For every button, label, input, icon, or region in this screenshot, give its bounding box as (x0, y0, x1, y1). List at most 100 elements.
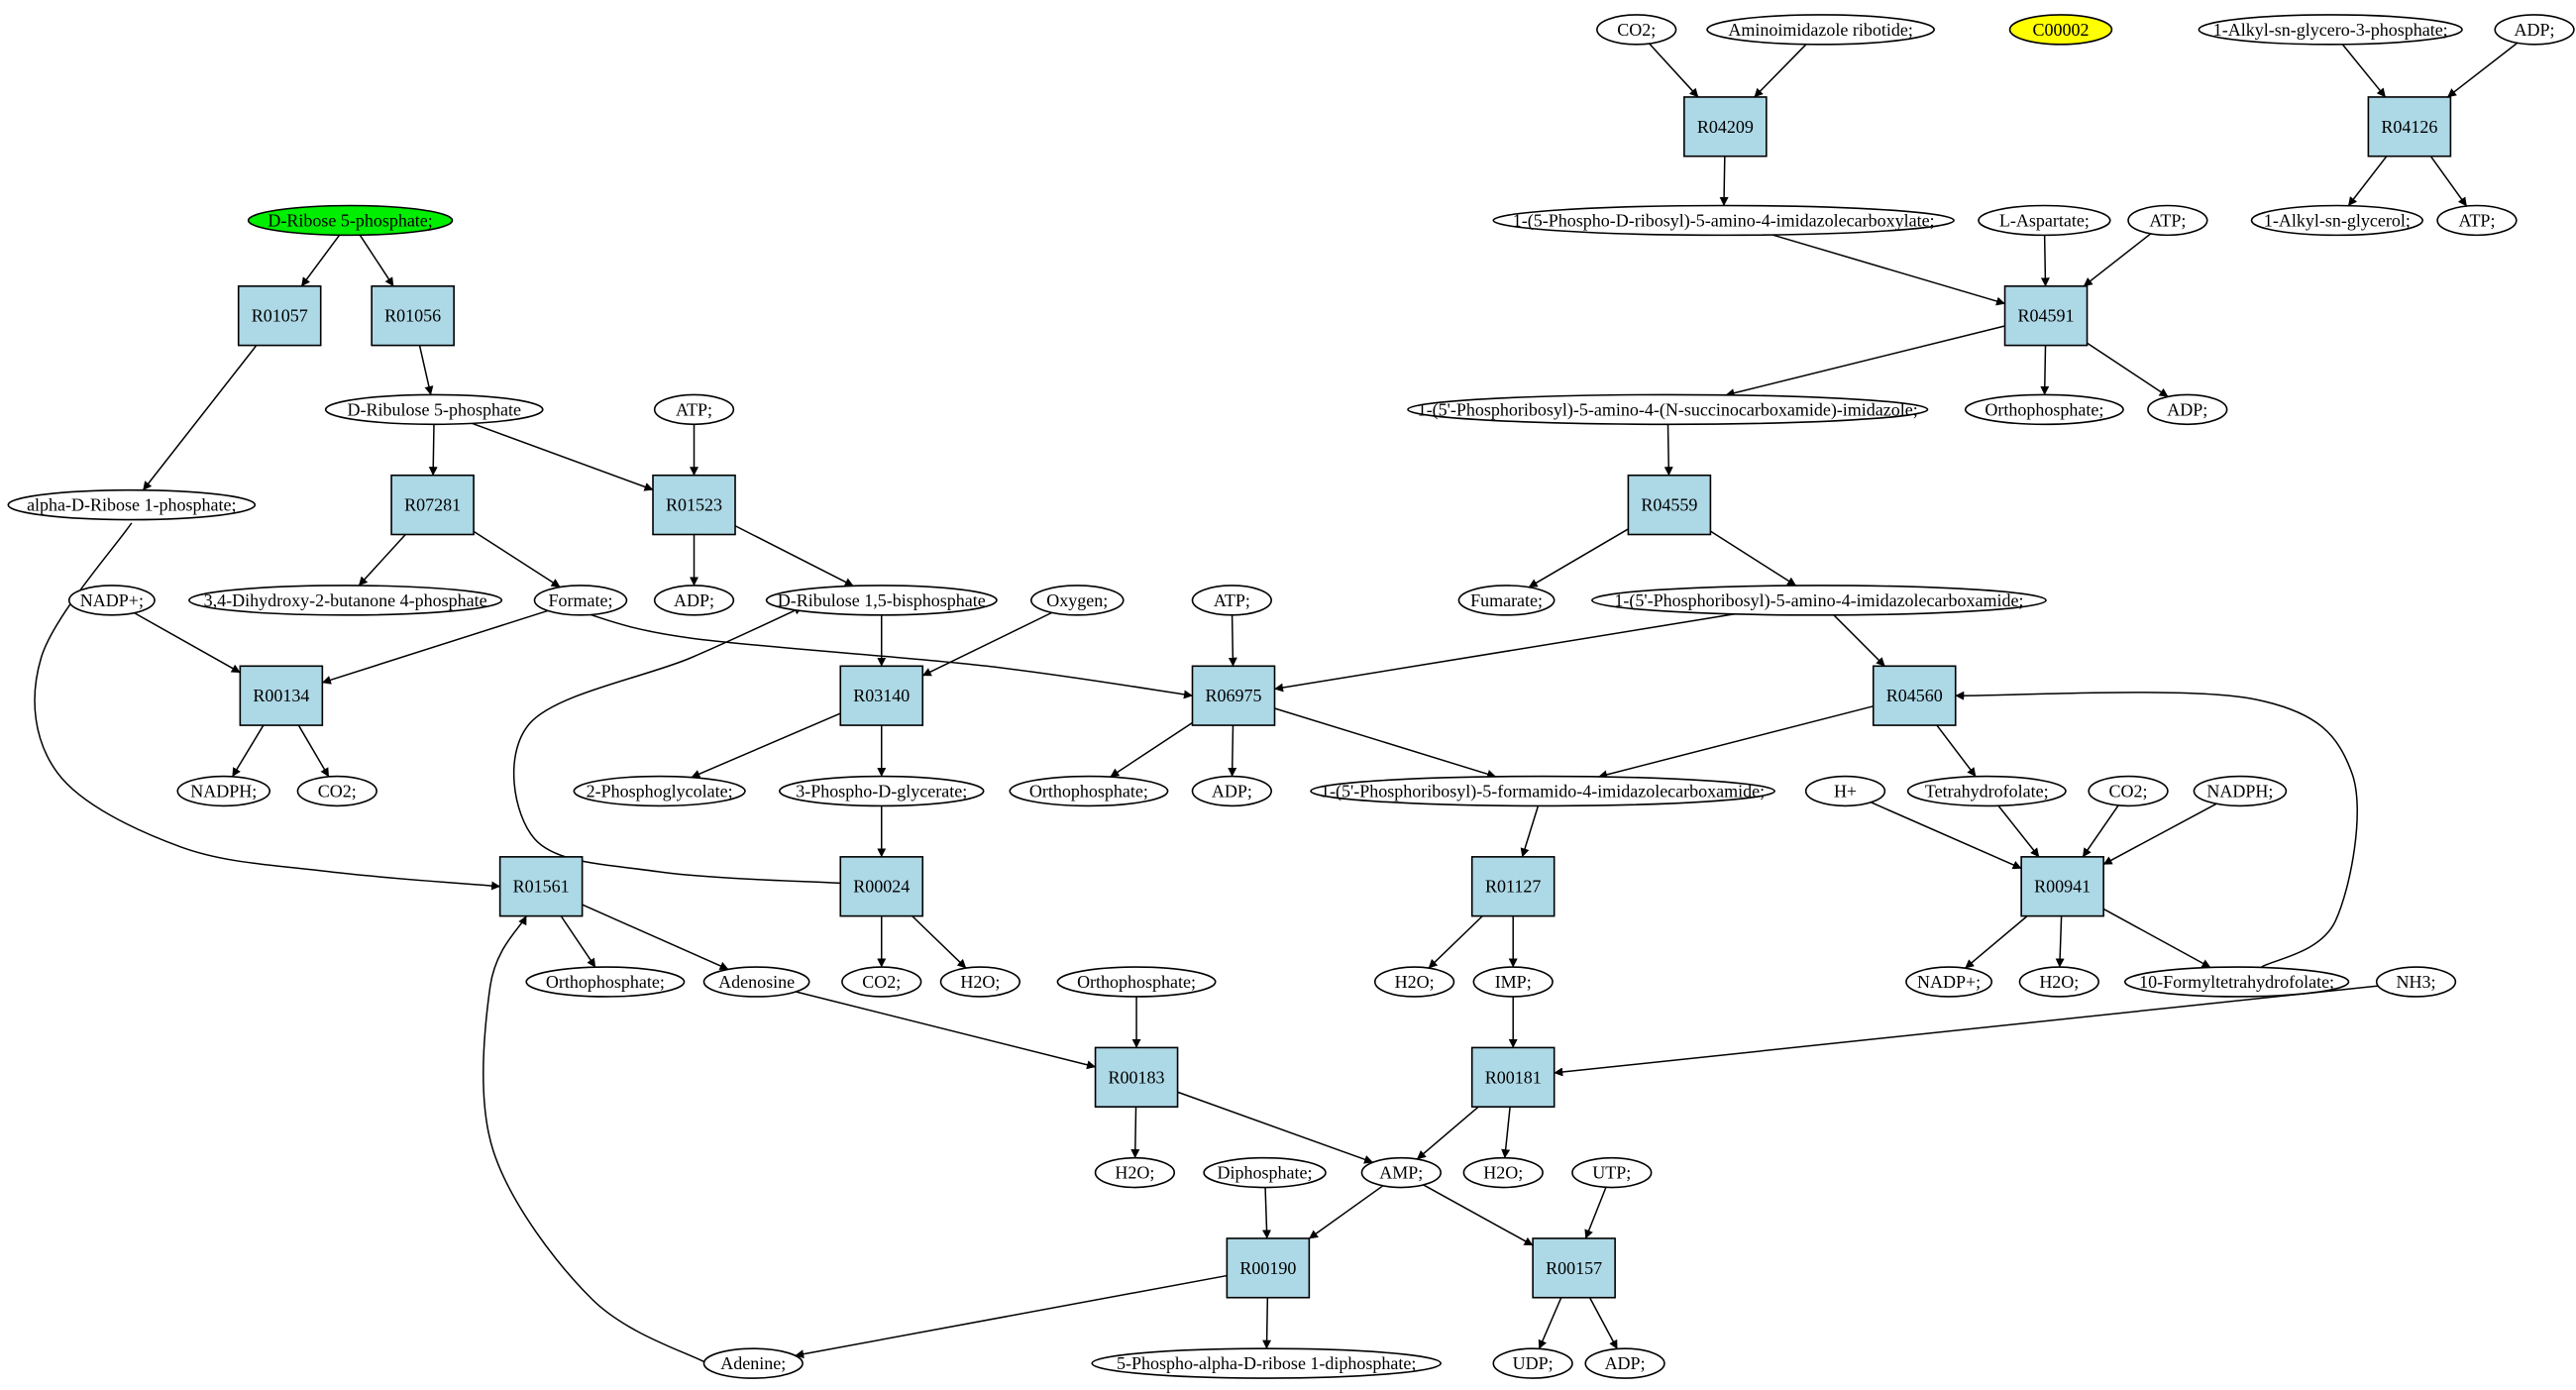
compound-node-n-atp-r04591[interactable]: ATP; (2127, 204, 2208, 237)
compound-node-n-10fthf[interactable]: 10-Formyltetrahydrofolate; (2123, 966, 2350, 998)
compound-node-n-prpp[interactable]: 5-Phospho-alpha-D-ribose 1-diphosphate; (1091, 1347, 1442, 1379)
edge-n_atp_r06975-to-r_R06975 (1228, 614, 1237, 667)
reaction-node-r-R00183[interactable]: R00183 (1094, 1046, 1179, 1108)
node-label: Adenosine (718, 972, 795, 992)
compound-node-n-adp-tr[interactable]: ADP; (2494, 14, 2575, 46)
edge-r_R04560-to-n_thf (1936, 724, 1977, 778)
compound-node-n-alkylglycerol[interactable]: 1-Alkyl-sn-glycerol; (2250, 204, 2423, 237)
compound-node-n-2pglycolate[interactable]: 2-Phosphoglycolate; (573, 775, 746, 807)
compound-node-n-nadpplus-r[interactable]: NADP+; (1905, 966, 1993, 998)
compound-node-n-atp-tr[interactable]: ATP; (2436, 204, 2518, 237)
compound-node-n-aminoimid[interactable]: Aminoimidazole ribotide; (1706, 14, 1935, 46)
compound-node-n-laspartate[interactable]: L-Aspartate; (1978, 204, 2111, 237)
compound-node-n-h2o-r00183[interactable]: H2O; (1094, 1156, 1176, 1189)
compound-node-n-adenosine[interactable]: Adenosine (702, 966, 810, 998)
compound-node-n-nh3[interactable]: NH3; (2375, 966, 2457, 998)
compound-ellipse (1203, 1156, 1327, 1189)
reaction-node-r-R06975[interactable]: R06975 (1191, 665, 1276, 726)
reaction-node-r-R00181[interactable]: R00181 (1470, 1046, 1556, 1108)
compound-node-n-orthop-r01561[interactable]: Orthophosphate; (525, 966, 686, 998)
compound-node-n-butanone[interactable]: 3,4-Dihydroxy-2-butanone 4-phosphate (188, 585, 503, 616)
reaction-node-r-R00941[interactable]: R00941 (2020, 856, 2104, 917)
compound-node-n-h2o-r00024[interactable]: H2O; (939, 966, 1020, 998)
edge-r_R07281-to-n_butanone (358, 533, 406, 587)
compound-node-n-hplus[interactable]: H+ (1804, 775, 1886, 807)
compound-node-n-imp[interactable]: IMP; (1472, 966, 1554, 998)
node-label: 1-Alkyl-sn-glycero-3-phosphate; (2213, 20, 2448, 40)
compound-node-n-udp[interactable]: UDP; (1492, 1347, 1573, 1379)
compound-node-n-utp[interactable]: UTP; (1571, 1156, 1653, 1189)
node-label: R01561 (513, 877, 570, 897)
compound-node-n-ribulose15bp[interactable]: D-Ribulose 1,5-bisphosphate (765, 585, 998, 616)
compound-node-n-3pglycerate[interactable]: 3-Phospho-D-glycerate; (779, 775, 985, 807)
compound-node-n-formamido[interactable]: 1-(5'-Phosphoribosyl)-5-formamido-4-imid… (1310, 775, 1775, 807)
node-label: ADP; (1605, 1353, 1646, 1373)
reaction-node-r-R00134[interactable]: R00134 (239, 665, 324, 726)
reaction-node-r-R04560[interactable]: R04560 (1872, 665, 1957, 726)
compound-node-n-alpharibose1p[interactable]: alpha-D-Ribose 1-phosphate; (7, 488, 257, 521)
compound-node-n-co2-r00134[interactable]: CO2; (296, 775, 377, 807)
edge-r_R01561-to-n_orthop_r01561 (560, 915, 596, 968)
compound-node-n-h2o-r00941[interactable]: H2O; (2018, 966, 2099, 998)
reaction-node-r-R01057[interactable]: R01057 (237, 285, 322, 347)
compound-node-n-orthop-r00183[interactable]: Orthophosphate; (1056, 966, 1217, 998)
compound-node-n-co2-r00024[interactable]: CO2; (841, 966, 922, 998)
reaction-node-r-R04209[interactable]: R04209 (1683, 96, 1768, 158)
edge-n_nadpplus_l-to-r_R00134 (134, 611, 241, 674)
reaction-node-r-R07281[interactable]: R07281 (390, 474, 475, 536)
compound-node-n-formate[interactable]: Formate; (533, 585, 628, 616)
reaction-node-r-R00190[interactable]: R00190 (1226, 1237, 1311, 1299)
reaction-node-r-R04591[interactable]: R04591 (2003, 285, 2089, 347)
edge-n_formamido-to-r_R01127 (1520, 805, 1540, 858)
compound-node-n-diphosphate[interactable]: Diphosphate; (1203, 1156, 1327, 1189)
reaction-node-r-R00024[interactable]: R00024 (839, 856, 924, 917)
compound-node-n-orthop-r04591[interactable]: Orthophosphate; (1964, 393, 2124, 426)
reaction-node-r-R04559[interactable]: R04559 (1627, 474, 1712, 536)
compound-node-n-c00002[interactable]: C00002 (2008, 14, 2113, 46)
reaction-node-r-R01056[interactable]: R01056 (371, 285, 455, 347)
reaction-node-r-R01523[interactable]: R01523 (652, 474, 736, 536)
reaction-node-r-R01561[interactable]: R01561 (498, 856, 584, 917)
compound-node-n-adp-r04591[interactable]: ADP; (2147, 393, 2228, 426)
compound-node-n-nadpplus-l[interactable]: NADP+; (67, 585, 156, 616)
compound-node-n-atp-r01523[interactable]: ATP; (653, 393, 735, 426)
compound-node-n-amp[interactable]: AMP; (1360, 1156, 1442, 1189)
compound-node-n-adp-r06975[interactable]: ADP; (1191, 775, 1272, 807)
compound-node-n-h2o-r01127[interactable]: H2O; (1373, 966, 1455, 998)
compound-node-n-nadph-r[interactable]: NADPH; (2193, 775, 2288, 807)
edge-n_co2_r00941-to-r_R00941 (2082, 804, 2119, 858)
edge-n_hplus-to-r_R00941 (1871, 802, 2022, 870)
compound-ellipse (1457, 585, 1556, 616)
edge-r_R00134-to-n_nadph_l (231, 724, 265, 778)
compound-node-n-adenine[interactable]: Adenine; (702, 1347, 804, 1379)
compound-node-n-orthop-r06975[interactable]: Orthophosphate; (1009, 775, 1169, 807)
compound-node-n-fumarate[interactable]: Fumarate; (1457, 585, 1556, 616)
reaction-node-r-R00157[interactable]: R00157 (1532, 1237, 1616, 1299)
edge-n_thf-to-r_R00941 (1997, 804, 2040, 858)
compound-node-n-succino[interactable]: 1-(5'-Phosphoribosyl)-5-amino-4-(N-succi… (1407, 393, 1929, 426)
compound-ellipse (1009, 775, 1169, 807)
compound-ellipse (1360, 1156, 1442, 1189)
reaction-node-r-R01127[interactable]: R01127 (1470, 856, 1556, 917)
compound-node-n-oxygen[interactable]: Oxygen; (1030, 585, 1125, 616)
compound-ellipse (1056, 966, 1217, 998)
node-label: R01056 (384, 306, 441, 326)
compound-node-n-carboxamide[interactable]: 1-(5'-Phosphoribosyl)-5-amino-4-imidazol… (1591, 585, 2047, 616)
node-label: R06975 (1205, 686, 1261, 705)
edge-n_adenine-to-r_R01561 (482, 915, 708, 1364)
compound-node-n-thf[interactable]: Tetrahydrofolate; (1906, 775, 2067, 807)
compound-node-n-dribulose5p[interactable]: D-Ribulose 5-phosphate (324, 393, 544, 426)
reaction-node-r-R04126[interactable]: R04126 (2367, 96, 2452, 158)
compound-node-n-co2-r00941[interactable]: CO2; (2088, 775, 2169, 807)
compound-node-n-carboxylate[interactable]: 1-(5-Phospho-D-ribosyl)-5-amino-4-imidaz… (1492, 204, 1955, 237)
compound-node-n-adp-r01523[interactable]: ADP; (653, 585, 735, 616)
compound-node-n-h2o-r00181[interactable]: H2O; (1462, 1156, 1544, 1189)
compound-node-n-atp-r06975[interactable]: ATP; (1191, 585, 1272, 616)
compound-node-n-dribose5p[interactable]: D-Ribose 5-phosphate; (247, 204, 454, 237)
compound-node-n-co2-top[interactable]: CO2; (1596, 14, 1677, 46)
compound-node-n-adp-r00157[interactable]: ADP; (1584, 1347, 1665, 1379)
reaction-node-r-R03140[interactable]: R03140 (839, 665, 924, 726)
compound-node-n-alkylsnp[interactable]: 1-Alkyl-sn-glycero-3-phosphate; (2198, 14, 2463, 46)
node-label: UTP; (1592, 1163, 1631, 1183)
compound-node-n-nadph-l[interactable]: NADPH; (176, 775, 271, 807)
